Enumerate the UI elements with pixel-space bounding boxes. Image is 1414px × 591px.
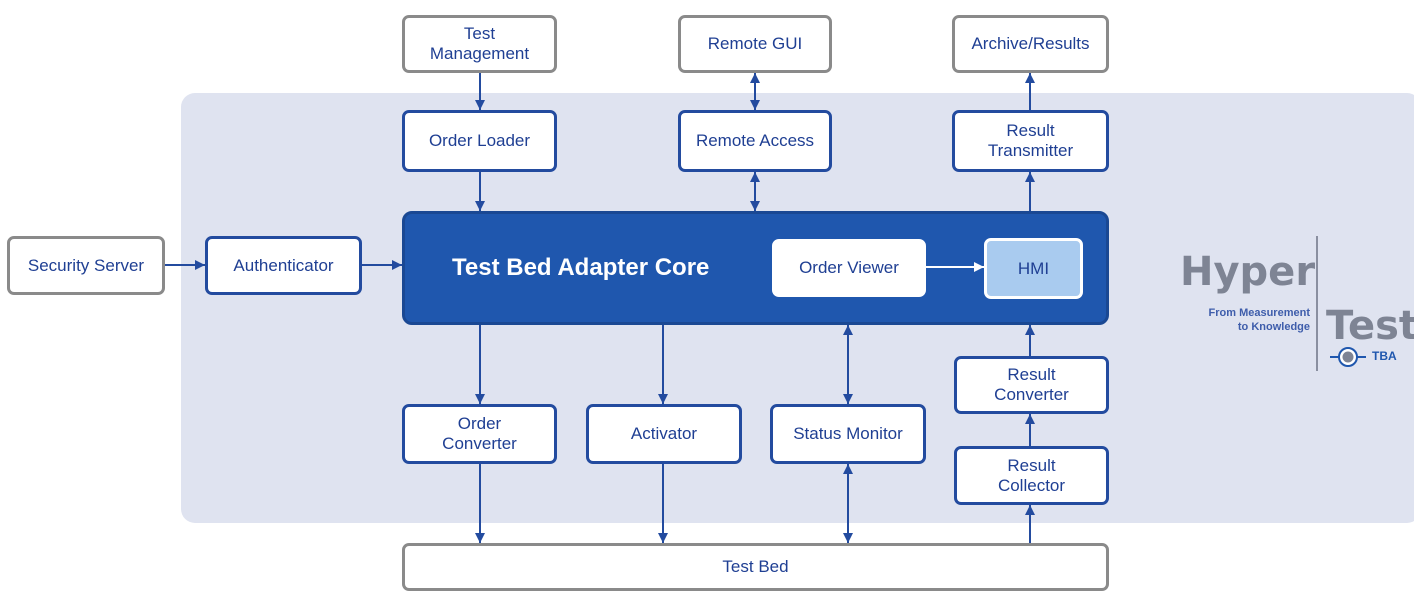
logo-divider [1316,236,1318,371]
order-converter-box: Order Converter [402,404,557,464]
order-viewer-box: Order Viewer [772,239,926,297]
test-bed-box: Test Bed [402,543,1109,591]
logo-hyper-text: Hyper [1180,249,1316,295]
result-converter-box: Result Converter [954,356,1109,414]
activator-box: Activator [586,404,742,464]
status-monitor-box: Status Monitor [770,404,926,464]
authenticator-box: Authenticator [205,236,362,295]
order-loader-box: Order Loader [402,110,557,172]
security-server-box: Security Server [7,236,165,295]
logo-test-text: Test [1326,303,1414,349]
target-icon [1330,347,1366,367]
archive-results-box: Archive/Results [952,15,1109,73]
test-management-box: Test Management [402,15,557,73]
test-bed-adapter-core [402,211,1109,325]
logo-tagline: From Measurement to Knowledge [1208,307,1310,333]
result-collector-box: Result Collector [954,446,1109,505]
core-title: Test Bed Adapter Core [452,254,710,281]
logo-tba-text: TBA [1372,349,1397,363]
remote-access-box: Remote Access [678,110,832,172]
remote-gui-box: Remote GUI [678,15,832,73]
result-transmitter-box: Result Transmitter [952,110,1109,172]
hmi-box: HMI [984,238,1083,299]
